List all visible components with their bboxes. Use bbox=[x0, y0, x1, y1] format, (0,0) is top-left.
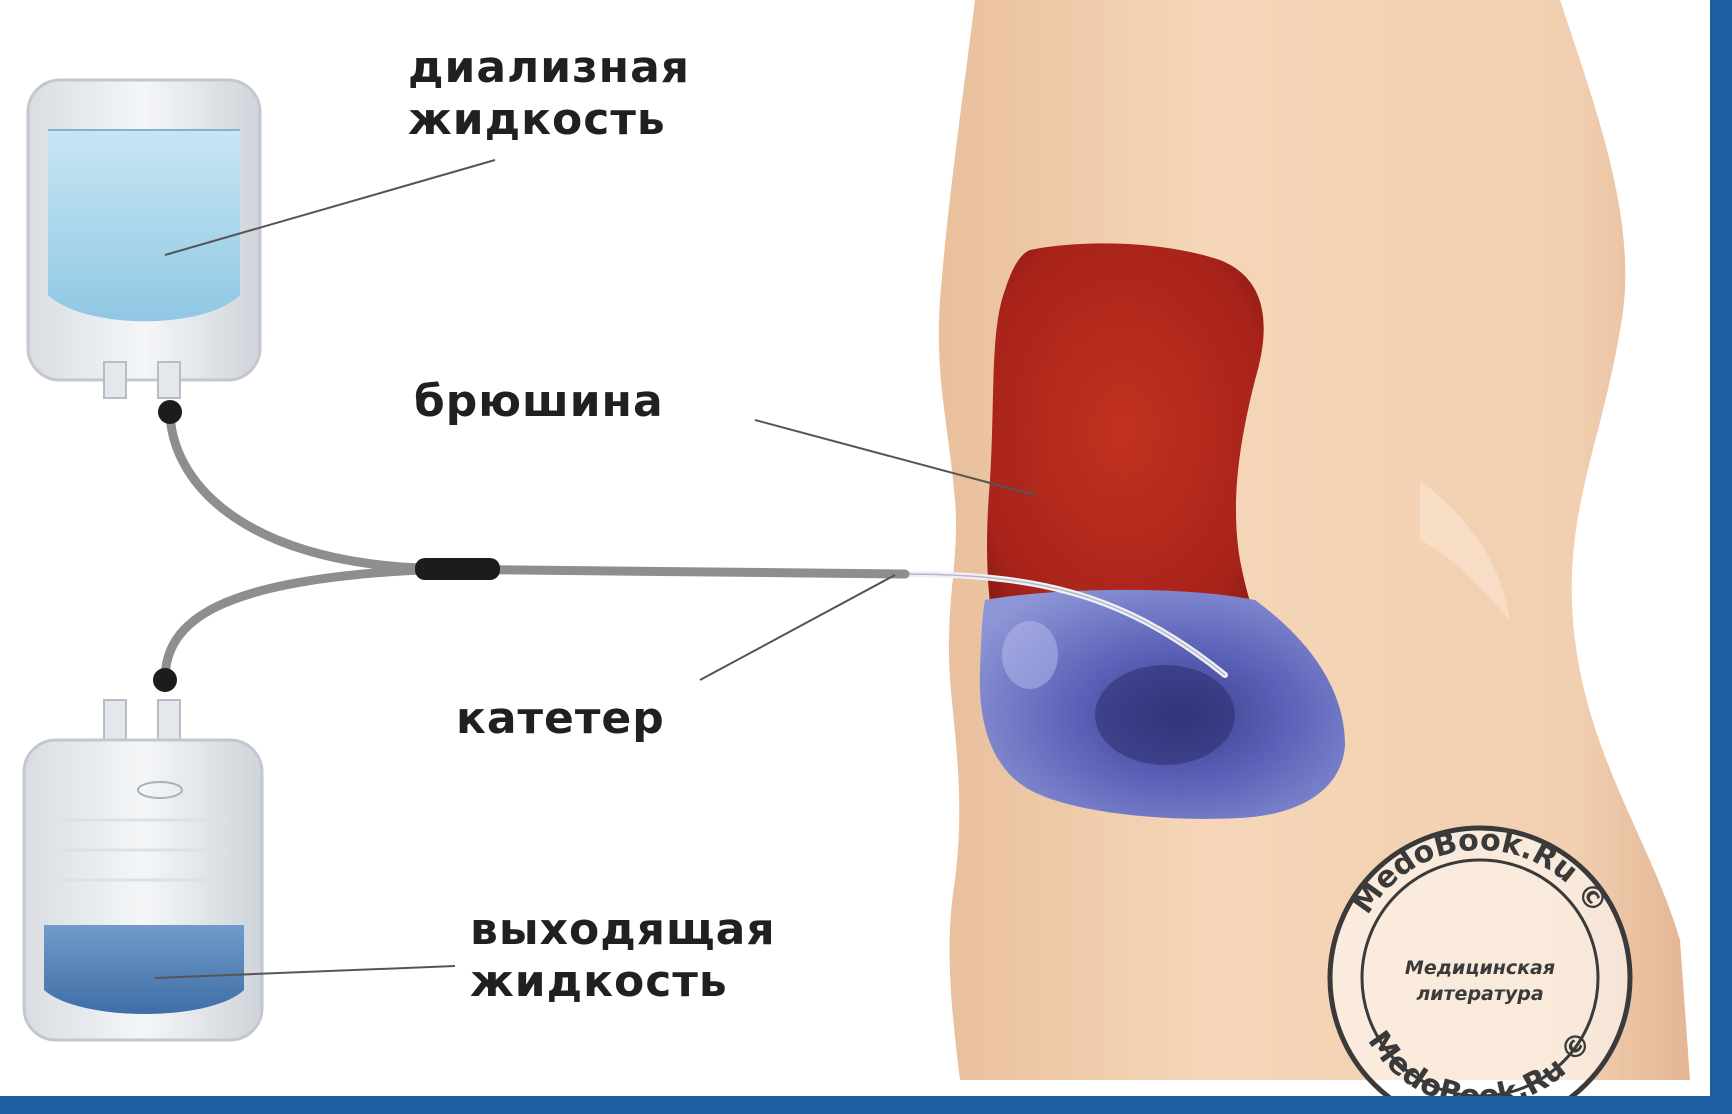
outgoing-fluid-bag bbox=[24, 700, 262, 1040]
label-catheter: катетер bbox=[456, 693, 665, 745]
label-outgoing-fluid: выходящая жидкость bbox=[470, 904, 776, 1008]
dialysis-fluid-bag bbox=[28, 80, 260, 398]
outflow-tube bbox=[165, 570, 420, 680]
abdominal-fluid-highlight bbox=[1002, 621, 1058, 689]
label-dialysis-fluid: диализная жидкость bbox=[408, 42, 690, 146]
leader-line-catheter bbox=[700, 575, 895, 680]
label-outgoing-fluid-line2: жидкость bbox=[470, 956, 776, 1008]
tube-connector bbox=[415, 558, 500, 580]
label-dialysis-fluid-line2: жидкость bbox=[408, 94, 690, 146]
abdominal-fluid-dark-spot bbox=[1095, 665, 1235, 765]
label-dialysis-fluid-line1: диализная bbox=[408, 42, 690, 94]
inflow-clamp bbox=[158, 400, 182, 424]
peritoneal-dialysis-illustration: MedoBook.Ru © MedoBook.Ru © Медицинская … bbox=[0, 0, 1710, 1096]
watermark-inner-text-1: Медицинская bbox=[1405, 957, 1555, 979]
outflow-clamp bbox=[153, 668, 177, 692]
watermark-inner-text-2: литература bbox=[1416, 983, 1543, 1005]
label-peritoneum: брюшина bbox=[414, 376, 664, 428]
inflow-tube bbox=[170, 410, 420, 568]
label-outgoing-fluid-line1: выходящая bbox=[470, 904, 776, 956]
